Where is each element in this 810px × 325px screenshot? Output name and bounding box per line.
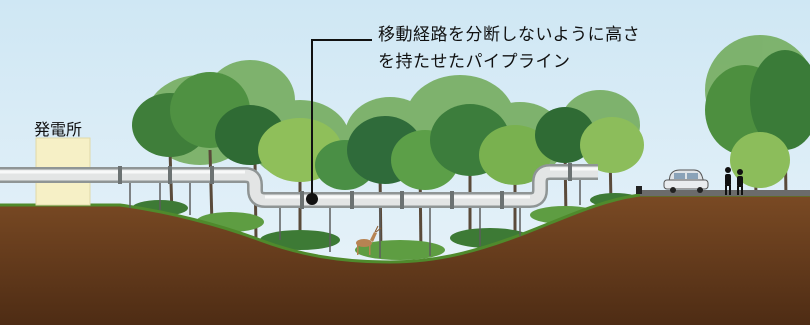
callout-leader (306, 39, 372, 205)
car-icon (663, 169, 709, 193)
callout-line-1: 移動経路を分断しないように高さ (378, 25, 641, 45)
pipeline-icon (0, 163, 598, 258)
callout-line-2: を持たせたパイプライン (378, 52, 571, 72)
ground (0, 195, 810, 325)
power-station-label: 発電所 (34, 120, 83, 139)
deer-icon (356, 225, 382, 255)
pipe-end-marker (636, 186, 642, 194)
grass-line (0, 193, 810, 264)
tree-icon (132, 50, 810, 190)
callout-marker (306, 193, 318, 205)
callout-text: 移動経路を分断しないように高さ を持たせたパイプライン (378, 22, 708, 76)
person-icon (725, 167, 743, 195)
